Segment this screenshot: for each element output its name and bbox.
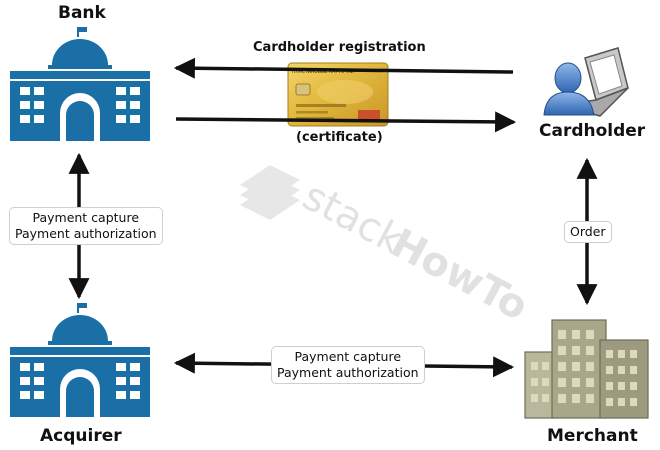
registration-label: Cardholder registration (253, 40, 426, 55)
acquirer-building-icon (10, 303, 150, 417)
card-issuer-text: ПЛАСТИКОВЫЕ КАРТОЧКИ (292, 69, 354, 75)
bank-label: Bank (58, 3, 106, 23)
merchant-label: Merchant (547, 426, 638, 446)
certificate-arrow (175, 111, 517, 133)
acquirer-merchant-line1: Payment capture (294, 349, 402, 364)
acquirer-label: Acquirer (40, 426, 122, 446)
order-label: Order (564, 221, 612, 243)
certificate-label: (certificate) (296, 130, 383, 145)
watermark-logo (240, 165, 300, 220)
bank-acquirer-label: Payment capture Payment authorization (9, 207, 163, 245)
acquirer-merchant-line2: Payment authorization (277, 365, 419, 380)
acquirer-merchant-label: Payment capture Payment authorization (271, 346, 425, 384)
bank-acquirer-line1: Payment capture (32, 210, 140, 225)
credit-card-icon: ПЛАСТИКОВЫЕ КАРТОЧКИ (287, 62, 389, 127)
bank-building-icon (10, 27, 150, 141)
watermark-text: stack HowTo (295, 173, 535, 330)
watermark-part2: HowTo (384, 220, 536, 330)
cardholder-label: Cardholder (539, 121, 646, 141)
registration-arrow (173, 57, 514, 79)
bank-acquirer-line2: Payment authorization (15, 226, 157, 241)
cardholder-person-icon (543, 47, 629, 117)
merchant-buildings-icon (524, 319, 649, 419)
